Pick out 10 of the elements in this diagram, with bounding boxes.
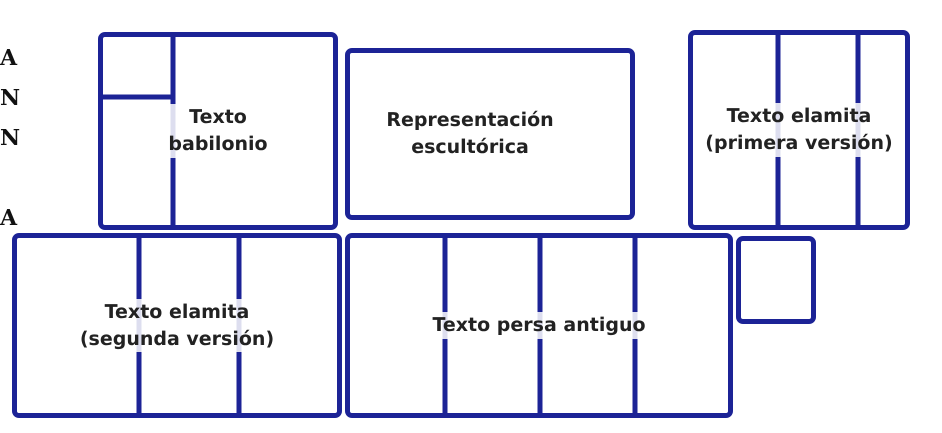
inscription-panel <box>688 30 910 230</box>
inscription-panel <box>345 233 733 418</box>
cropped-letter: N <box>0 85 20 111</box>
cropped-letter: N <box>0 125 20 151</box>
cropped-letter: A <box>0 205 18 231</box>
inscription-panel <box>345 48 635 220</box>
inscription-panel <box>98 32 338 230</box>
inscription-panel <box>12 233 342 418</box>
cropped-letter: A <box>0 45 18 71</box>
region-label: Texto persa antiguo <box>432 312 646 339</box>
